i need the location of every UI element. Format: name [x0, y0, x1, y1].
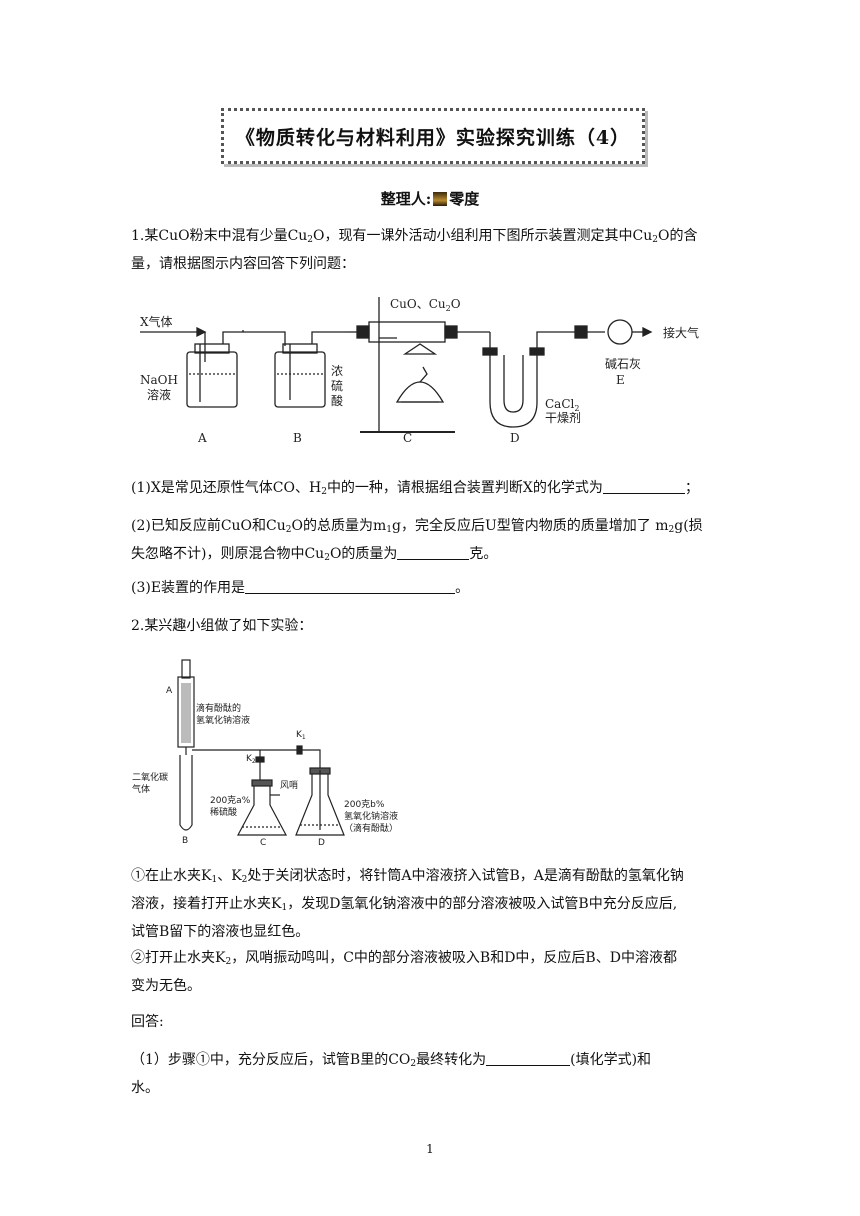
q2-step1: ①在止水夹K1、K2处于关闭状态时，将针筒A中溶液挤入试管B，A是滴有酚酞的氢氧…	[131, 868, 684, 940]
q2-step2: ②打开止水夹K2，风哨振动鸣叫，C中的部分溶液被吸入B和D中，反应后B、D中溶液…	[131, 950, 677, 994]
acid-label-2: 稀硫酸	[210, 806, 237, 818]
drip-label-1: 滴有酚酞的	[196, 702, 241, 714]
solution-label: 溶液	[147, 387, 171, 402]
x-gas-label: X气体	[140, 314, 173, 329]
label-c: C	[403, 431, 412, 445]
k1-label: K1	[296, 730, 306, 741]
q2-answer-label: 回答:	[131, 1014, 164, 1030]
cuo-label: CuO、Cu2O	[390, 297, 461, 313]
author-name: 零度	[449, 190, 480, 208]
label-a: A	[197, 431, 207, 445]
syringe-a-label: A	[166, 686, 173, 696]
page-title: 《物质转化与材料利用》实验探究训练（4）	[235, 126, 631, 149]
drip-label-2: 氢氧化钠溶液	[196, 714, 250, 726]
co2-label-2: 气体	[132, 783, 150, 795]
q1-stem-d: 量，请根据图示内容回答下列问题：	[131, 256, 355, 272]
q1-stem-a: 1.某CuO粉末中混有少量Cu	[131, 228, 308, 244]
q1-sub3: (3)E装置的作用是。	[131, 579, 470, 596]
air-label: 接大气	[663, 325, 699, 340]
conc-label-1: 浓	[331, 364, 343, 378]
label-b: B	[293, 431, 302, 445]
answer-blank[interactable]	[397, 545, 470, 560]
acid-label-1: 200克a%	[210, 795, 251, 806]
k2-label: K2	[246, 754, 256, 765]
base-label-3: （滴有酚酞）	[344, 822, 398, 834]
conc-label-3: 酸	[331, 393, 343, 408]
base-label-1: 200克b%	[344, 799, 385, 810]
naoh-label: NaOH	[140, 373, 178, 387]
q1-stem-b: O，现有一课外活动小组利用下图所示装置测定其中Cu	[313, 228, 653, 244]
soda-lime-label: 碱石灰	[605, 357, 641, 371]
answer-blank[interactable]	[486, 1051, 571, 1066]
answer-blank[interactable]	[602, 479, 685, 494]
flask-d-label: D	[318, 838, 325, 845]
q1-apparatus-figure: X气体 NaOH 溶液 浓 硫 酸 CuO、Cu2O 接大气 碱石灰 E CaC…	[140, 297, 699, 445]
q1-sub1: (1)X是常见还原性气体CO、H2中的一种，请根据组合装置判断X的化学式为；	[131, 479, 699, 497]
author-logo-icon	[433, 192, 448, 206]
tube-b-label: B	[182, 836, 188, 845]
sub: 2	[307, 235, 314, 245]
q1-stem-c: O的含	[657, 228, 698, 244]
title-box: 《物质转化与材料利用》实验探究训练（4）	[221, 108, 645, 164]
label-d: D	[510, 431, 520, 445]
sub: 2	[652, 235, 658, 245]
q2-apparatus-figure: A 滴有酚酞的 氢氧化钠溶液 K1 K2 风哨 二氧化碳 气体 200克a% 稀…	[132, 659, 398, 845]
conc-label-2: 硫	[331, 378, 343, 393]
whistle-label: 风哨	[280, 779, 298, 791]
q2-sub1: （1）步骤①中，充分反应后，试管B里的CO2最终转化为(填化学式)和 水。	[131, 1051, 652, 1096]
page-number: 1	[426, 1142, 434, 1156]
cacl2-label: CaCl2	[545, 397, 579, 413]
flask-c-label: C	[260, 838, 266, 845]
q1-stem: 1.某CuO粉末中混有少量Cu2O，现有一课外活动小组利用下图所示装置测定其中C…	[131, 222, 731, 278]
e-label: E	[616, 373, 625, 387]
base-label-2: 氢氧化钠溶液	[344, 810, 398, 822]
dryer-label: 干燥剂	[545, 410, 581, 425]
co2-label-1: 二氧化碳	[132, 771, 168, 783]
q1-sub2: (2)已知反应前CuO和Cu2O的总质量为m1g，完全反应后U型管内物质的质量增…	[131, 518, 703, 563]
author-label: 整理人:	[380, 190, 432, 208]
answer-blank[interactable]	[245, 579, 456, 594]
author-line: 整理人: 零度	[0, 188, 860, 209]
q2-stem: 2.某兴趣小组做了如下实验：	[131, 618, 313, 634]
